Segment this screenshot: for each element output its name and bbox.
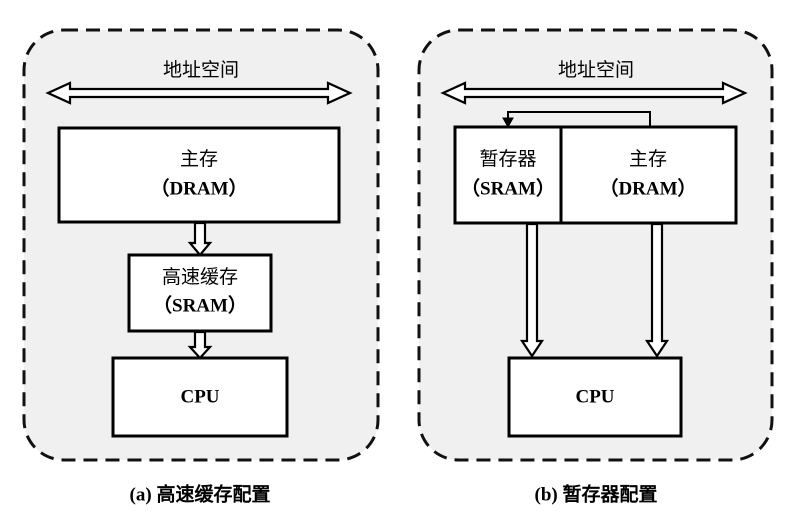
panel-a-cache-title: 高速缓存 xyxy=(162,266,238,288)
panel-scratchpad-configuration: 地址空间 暂存器 （SRAM） 主存 （DRAM） CPU (b) 暂存器配置 xyxy=(417,28,774,506)
panel-a-address-space-arrow xyxy=(45,81,353,105)
panel-b-mapping-line xyxy=(507,111,651,126)
panel-b-main-memory-subtitle: （DRAM） xyxy=(599,177,696,200)
panel-a-cache-to-cpu-arrow xyxy=(187,330,213,360)
panel-b-caption: (b) 暂存器配置 xyxy=(535,483,658,506)
panel-b-scratchpad-subtitle: （SRAM） xyxy=(461,177,555,200)
panel-a-memory-to-cache-arrow xyxy=(187,221,213,257)
panel-b-memory-to-cpu-arrow xyxy=(644,222,670,358)
panel-a-main-memory-title: 主存 xyxy=(180,148,218,170)
panel-b-address-space-label: 地址空间 xyxy=(558,59,634,81)
panel-a-cpu-box xyxy=(111,356,289,438)
panel-b-cpu-label: CPU xyxy=(575,387,614,408)
panel-b-scratchpad-to-cpu-arrow xyxy=(519,222,545,358)
panel-b-address-space-arrow xyxy=(440,81,748,105)
panel-b-main-memory-box xyxy=(559,125,738,225)
panel-cache-configuration: 地址空间 主存 （DRAM） 高速缓存 （SRAM） CPU (a) 高速缓存配… xyxy=(22,28,380,506)
panel-a-address-space-label: 地址空间 xyxy=(163,59,239,81)
panel-b-scratchpad-box xyxy=(453,125,563,225)
panel-b-main-memory-title: 主存 xyxy=(629,148,667,170)
panel-a-main-memory-subtitle: （DRAM） xyxy=(150,177,247,200)
panel-a-caption: (a) 高速缓存配置 xyxy=(130,483,271,506)
panel-a-cpu-label: CPU xyxy=(180,387,219,408)
panel-b-scratchpad-title: 暂存器 xyxy=(479,148,536,170)
panel-b-mapping-arrowhead xyxy=(502,117,514,129)
panel-b-cpu-box xyxy=(507,356,683,438)
panel-a-cache-subtitle: （SRAM） xyxy=(153,294,247,317)
panel-a-main-memory-box xyxy=(57,126,341,224)
